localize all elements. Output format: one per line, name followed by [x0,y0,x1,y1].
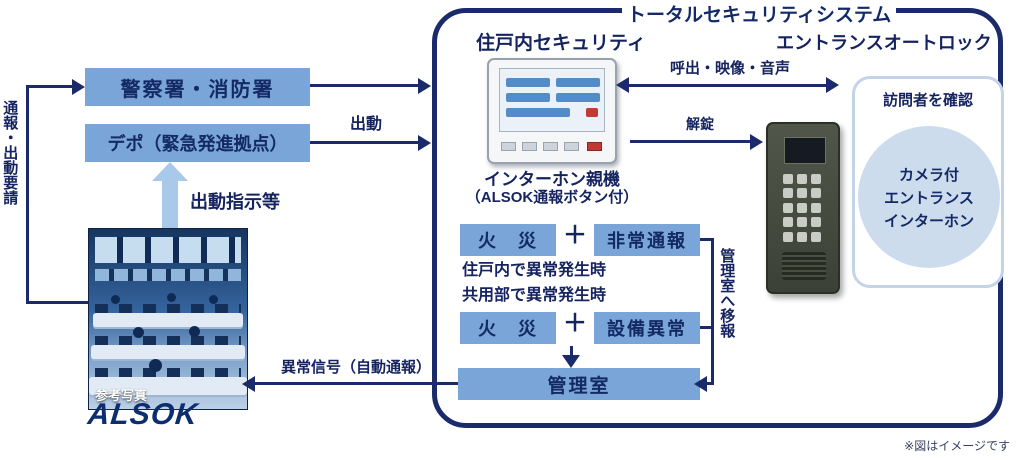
photo-operator [111,295,120,304]
panel-button [564,142,579,151]
relay-stub-1 [700,238,714,241]
fire-box-2: 火 災 [460,312,556,344]
panel-caption-line1: インターホン親機 [484,170,620,189]
depot-box: デポ（緊急発進拠点） [85,124,310,162]
dispatch-order-label: 出動指示等 [190,192,280,212]
alsok-logo: ALSOK [86,398,200,431]
plus-sign-1: ＋ [563,222,587,249]
photo-monitor-row [95,368,241,377]
panel-menu-bar [506,78,550,87]
photo-operator [167,293,176,302]
photo-operator [133,327,144,338]
entrance-circle-line2: エントランス [884,189,974,207]
panel-caption-line2: （ALSOK通報ボタン付） [465,189,639,206]
unlock-arrow-label: 解錠 [686,116,714,132]
relay-bottom-hline [706,382,714,385]
photo-monitor-row [95,336,241,345]
photo-caption: 参考写真 [95,388,148,403]
photo-wall-screens [95,237,241,263]
report-connector-top-hline [26,85,74,88]
call-arrow-label: 呼出・映像・音声 [669,60,790,77]
mid-caption-2: 共用部で異常発生時 [462,287,607,304]
photo-operator [209,295,218,304]
guard-center-photo: 参考写真 [88,228,248,410]
panel-button [543,142,558,151]
control-room-box: 管理室 [458,368,700,400]
image-note: ※図はイメージです [904,439,1010,453]
device-speaker [782,252,826,280]
relay-vertical-label: 管理室へ移報 [718,248,736,338]
depot-arrow-line [310,141,420,144]
panel-menu-bar [506,108,570,117]
entrance-box-heading: 訪問者を確認 [882,92,973,109]
equipment-alarm-box: 設備異常 [594,312,700,344]
photo-operator [189,326,200,337]
relay-arrow-head-icon [694,376,707,392]
intercom-master-panel [487,58,617,164]
dispatch-order-arrow-head-icon [152,162,188,181]
entrance-circle-line3: インターホン [883,212,974,230]
entrance-circle-line1: カメラ付 [898,166,959,184]
report-connector-bottom-hline [26,301,88,304]
panel-emergency-button [587,142,602,151]
relay-stub-2 [700,326,714,329]
entrance-intercom-device [766,122,840,294]
device-screen [784,137,826,164]
panel-menu-bar [556,93,600,102]
photo-wall-screens-small [95,269,241,281]
photo-desk-row [91,345,245,359]
police-arrow-head-icon [418,78,431,94]
dispatch-order-arrow-stem [162,180,178,228]
dispatch-arrow-label: 出動 [349,116,382,133]
photo-monitor-row [95,304,241,313]
report-connector-vline [26,86,29,304]
signal-arrow-label: 異常信号（自動通報） [280,359,431,376]
entrance-section-heading: エントランスオートロック [776,33,992,53]
panel-alarm-indicator [586,108,598,117]
call-arrow-line [628,84,836,87]
photo-desk-row [93,313,243,327]
panel-menu-bar [556,78,600,87]
emergency-report-box: 非常通報 [594,224,700,256]
unit-section-heading: 住戸内セキュリティ [476,33,646,54]
down-arrow-head-icon [562,355,580,368]
report-vertical-label: 通報・出動要請 [1,100,19,205]
police-arrow-line [310,84,420,87]
depot-arrow-head-icon [418,135,431,151]
police-fire-station-box: 警察署・消防署 [85,68,310,106]
entrance-intercom-circle: カメラ付 エントランス インターホン [858,126,1000,268]
diagram-title: トータルセキュリティシステム [622,0,897,27]
fire-box-1: 火 災 [460,224,556,256]
call-arrow-left-head-icon [616,77,629,93]
plus-sign-2: ＋ [563,310,587,337]
call-arrow-right-head-icon [826,77,839,93]
signal-arrow-head-icon [242,376,255,392]
mid-caption-1: 住戸内で異常発生時 [462,262,607,279]
signal-arrow-line [254,382,458,385]
panel-button [522,142,537,151]
panel-menu-bar [506,93,550,102]
report-arrow-head-icon [72,79,85,95]
down-arrow-stem [570,346,573,356]
unlock-arrow-head-icon [750,134,763,150]
unlock-arrow-line [630,140,754,143]
photo-operator [149,359,162,372]
panel-button [501,142,516,151]
relay-vline [711,238,714,384]
photo-desk-row [89,377,247,395]
device-keypad [783,174,825,242]
panel-screen [499,68,605,132]
